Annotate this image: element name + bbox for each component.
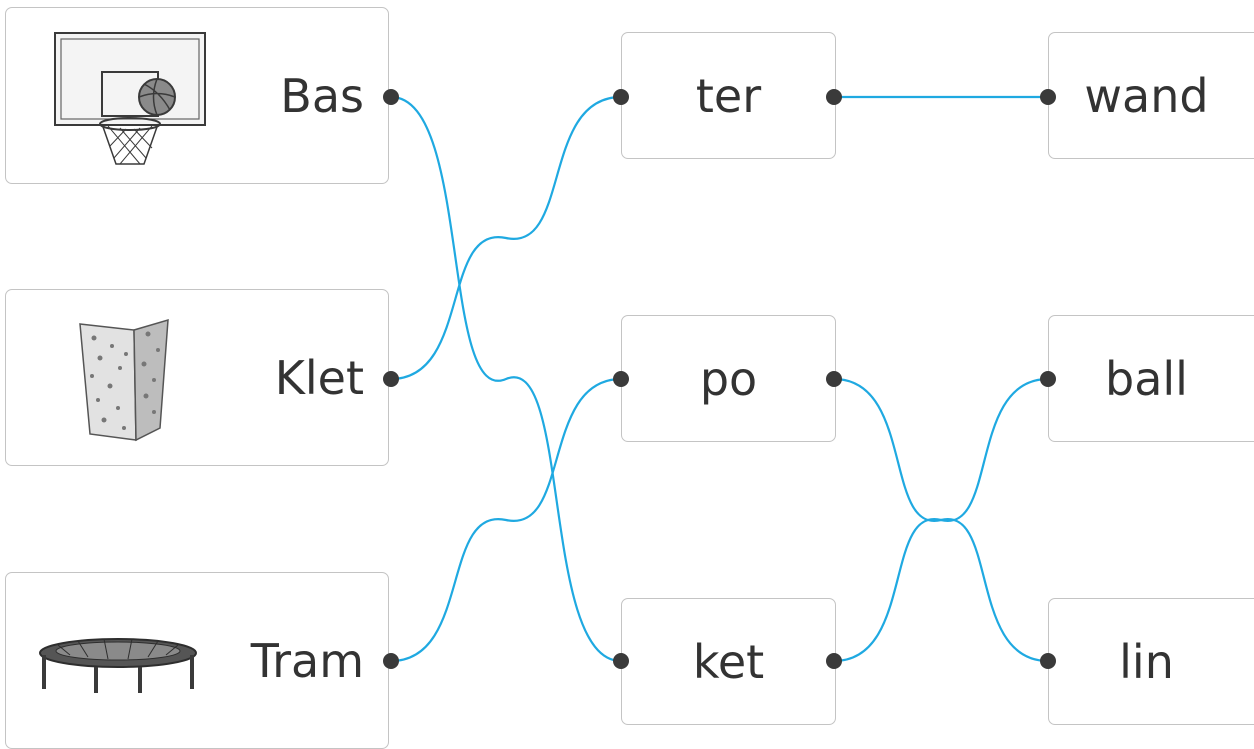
middle-card-po[interactable]: po: [621, 315, 836, 442]
right-label: lin: [1119, 634, 1174, 689]
connector-ket-ball[interactable]: [833, 377, 1049, 663]
left-label: Bas: [280, 68, 364, 123]
trampoline-icon: [34, 631, 202, 699]
middle-label: po: [699, 351, 758, 406]
left-card-bas[interactable]: Bas: [5, 7, 389, 184]
middle-label: ket: [692, 634, 765, 689]
connector-po-lin[interactable]: [833, 377, 1049, 663]
basketball-hoop-icon: [50, 30, 216, 174]
middle-label: ter: [695, 68, 762, 123]
left-label: Klet: [274, 350, 364, 405]
right-card-ball[interactable]: ball: [1048, 315, 1254, 442]
right-card-lin[interactable]: lin: [1048, 598, 1254, 725]
left-card-klet[interactable]: Klet: [5, 289, 389, 466]
connector-bas-ket[interactable]: [390, 95, 622, 663]
right-label: ball: [1105, 351, 1188, 406]
left-label: Tram: [250, 633, 364, 688]
connector-klet-ter[interactable]: [390, 95, 622, 381]
right-label: wand: [1084, 68, 1209, 123]
connector-tram-po[interactable]: [390, 377, 622, 663]
middle-card-ter[interactable]: ter: [621, 32, 836, 159]
right-card-wand[interactable]: wand: [1048, 32, 1254, 159]
climbing-wall-icon: [74, 316, 174, 450]
left-card-tram[interactable]: Tram: [5, 572, 389, 749]
middle-card-ket[interactable]: ket: [621, 598, 836, 725]
